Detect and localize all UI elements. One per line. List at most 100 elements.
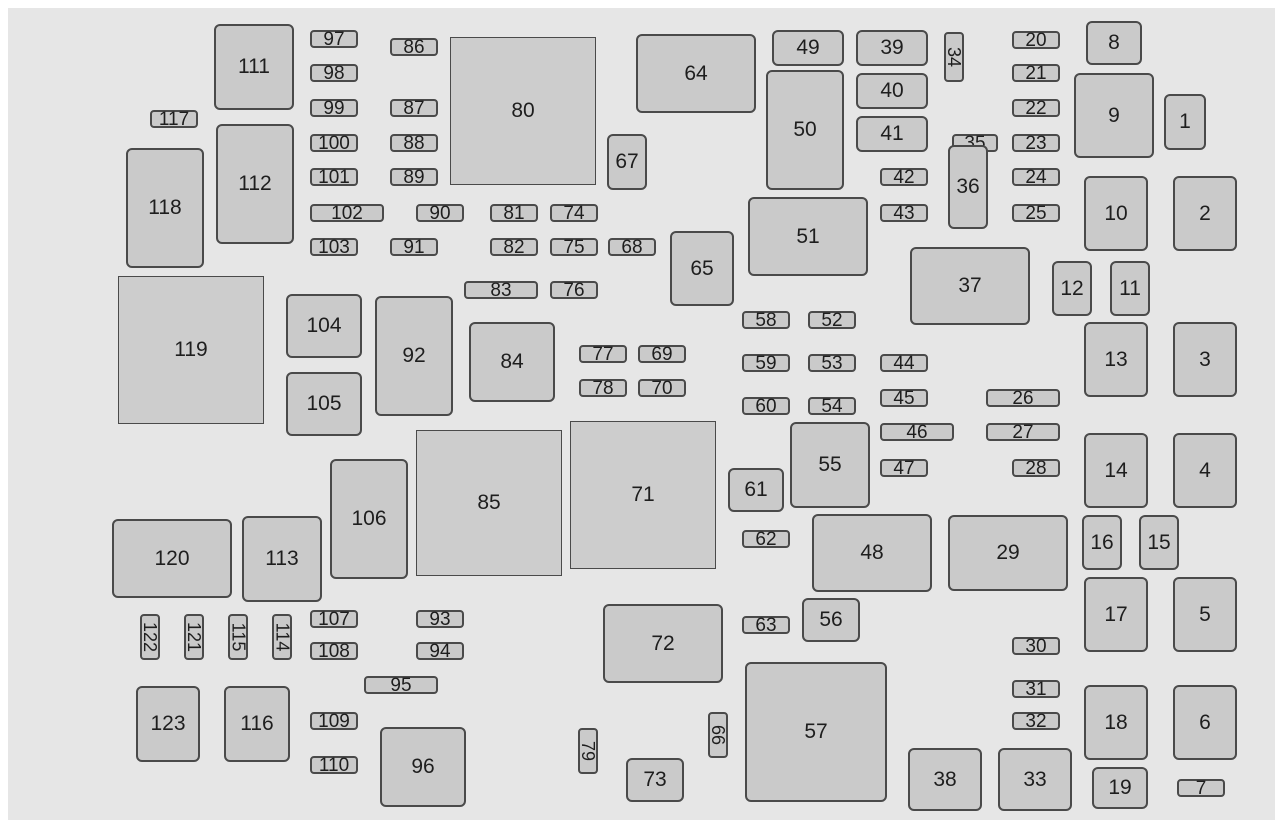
fuse-slot-71: 71 <box>570 421 716 569</box>
fuse-label: 76 <box>563 279 585 301</box>
fuse-label: 105 <box>306 392 342 415</box>
fuse-label: 37 <box>958 274 982 297</box>
fuse-slot-17: 17 <box>1084 577 1148 652</box>
fuse-label: 42 <box>893 166 915 188</box>
fuse-slot-51: 51 <box>748 197 868 276</box>
fuse-label: 62 <box>755 528 777 550</box>
fuse-slot-69: 69 <box>638 343 686 365</box>
fuse-slot-83: 83 <box>464 281 538 300</box>
fuse-label: 36 <box>956 175 980 198</box>
fuse-label: 54 <box>821 395 843 417</box>
fuse-label: 119 <box>174 338 208 361</box>
fuse-label: 71 <box>631 483 655 506</box>
fuse-label: 75 <box>563 236 585 258</box>
fuse-slot-114: 114 <box>272 614 292 660</box>
fuse-slot-41: 41 <box>856 116 928 152</box>
fuse-slot-106: 106 <box>330 459 408 579</box>
fuse-slot-9: 9 <box>1074 73 1154 158</box>
fuse-label: 10 <box>1104 201 1128 225</box>
fuse-label: 8 <box>1108 31 1120 54</box>
fuse-slot-123: 123 <box>136 686 200 762</box>
fuse-label: 85 <box>477 491 501 514</box>
fuse-label: 47 <box>893 457 915 479</box>
fuse-slot-77: 77 <box>579 345 627 364</box>
fuse-label: 55 <box>818 453 842 476</box>
fuse-slot-42: 42 <box>880 166 928 188</box>
fuse-slot-13: 13 <box>1084 322 1148 397</box>
fuse-label: 13 <box>1104 347 1128 371</box>
fuse-label: 107 <box>318 608 350 630</box>
fuse-label: 103 <box>318 236 350 258</box>
fuse-slot-53: 53 <box>808 352 856 374</box>
fuse-label: 39 <box>880 36 904 59</box>
fuse-slot-90: 90 <box>416 204 464 223</box>
fuse-slot-19: 19 <box>1092 767 1148 809</box>
fuse-slot-59: 59 <box>742 354 790 373</box>
fuse-label: 69 <box>651 343 673 365</box>
fuse-slot-76: 76 <box>550 279 598 301</box>
fuse-slot-50: 50 <box>766 70 844 190</box>
fuse-slot-93: 93 <box>416 608 464 630</box>
fuse-slot-61: 61 <box>728 468 784 512</box>
fuse-slot-11: 11 <box>1110 261 1150 316</box>
fuse-label: 53 <box>821 352 843 374</box>
fuse-label: 38 <box>933 767 957 791</box>
fuse-label: 66 <box>708 724 728 746</box>
fuse-slot-25: 25 <box>1012 202 1060 224</box>
fuse-slot-52: 52 <box>808 311 856 330</box>
fuse-slot-67: 67 <box>607 134 647 190</box>
fuse-slot-122: 122 <box>140 614 160 660</box>
fuse-label: 102 <box>331 202 363 224</box>
fuse-slot-97: 97 <box>310 28 358 50</box>
fuse-slot-54: 54 <box>808 395 856 417</box>
fuse-slot-88: 88 <box>390 132 438 154</box>
fuse-slot-27: 27 <box>986 423 1060 442</box>
fuse-label: 110 <box>318 754 350 776</box>
fuse-label: 34 <box>944 46 964 68</box>
fuse-slot-32: 32 <box>1012 712 1060 731</box>
fuse-slot-72: 72 <box>603 604 723 683</box>
fuse-label: 18 <box>1104 710 1128 734</box>
fuse-label: 112 <box>238 172 272 195</box>
fuse-label: 79 <box>578 740 598 762</box>
fuse-label: 88 <box>403 132 425 154</box>
fuse-label: 100 <box>318 132 350 154</box>
fuse-label: 63 <box>755 614 777 636</box>
fuse-label: 80 <box>511 99 535 122</box>
fuse-label: 15 <box>1147 530 1171 554</box>
fuse-slot-5: 5 <box>1173 577 1237 652</box>
fuse-slot-37: 37 <box>910 247 1030 325</box>
fuse-label: 92 <box>402 344 426 367</box>
fuse-slot-22: 22 <box>1012 99 1060 118</box>
fuse-slot-78: 78 <box>579 379 627 398</box>
fuse-slot-2: 2 <box>1173 176 1237 251</box>
fuse-slot-58: 58 <box>742 311 790 330</box>
fuse-slot-79: 79 <box>578 728 598 774</box>
fuse-slot-92: 92 <box>375 296 453 416</box>
fuse-slot-112: 112 <box>216 124 294 244</box>
fuse-label: 3 <box>1199 347 1211 371</box>
fuse-slot-107: 107 <box>310 608 358 630</box>
fuse-label: 117 <box>158 108 190 130</box>
fuse-slot-28: 28 <box>1012 459 1060 478</box>
fuse-label: 98 <box>323 62 345 84</box>
fuse-slot-46: 46 <box>880 423 954 442</box>
fuse-slot-18: 18 <box>1084 685 1148 760</box>
fuse-slot-29: 29 <box>948 515 1068 591</box>
fuse-label: 7 <box>1195 777 1207 799</box>
fuse-label: 65 <box>690 256 714 280</box>
fuse-slot-118: 118 <box>126 148 204 268</box>
fuse-slot-62: 62 <box>742 528 790 550</box>
fuse-label: 115 <box>228 622 249 652</box>
fuse-label: 57 <box>804 720 828 743</box>
fuse-label: 104 <box>306 314 342 337</box>
fuse-label: 93 <box>429 608 451 630</box>
fuse-label: 67 <box>615 150 639 173</box>
fuse-slot-26: 26 <box>986 389 1060 408</box>
fuse-slot-96: 96 <box>380 727 466 807</box>
fuse-label: 97 <box>323 28 345 50</box>
fuse-label: 25 <box>1025 202 1047 224</box>
fuse-label: 96 <box>411 755 435 778</box>
fuse-slot-99: 99 <box>310 99 358 118</box>
